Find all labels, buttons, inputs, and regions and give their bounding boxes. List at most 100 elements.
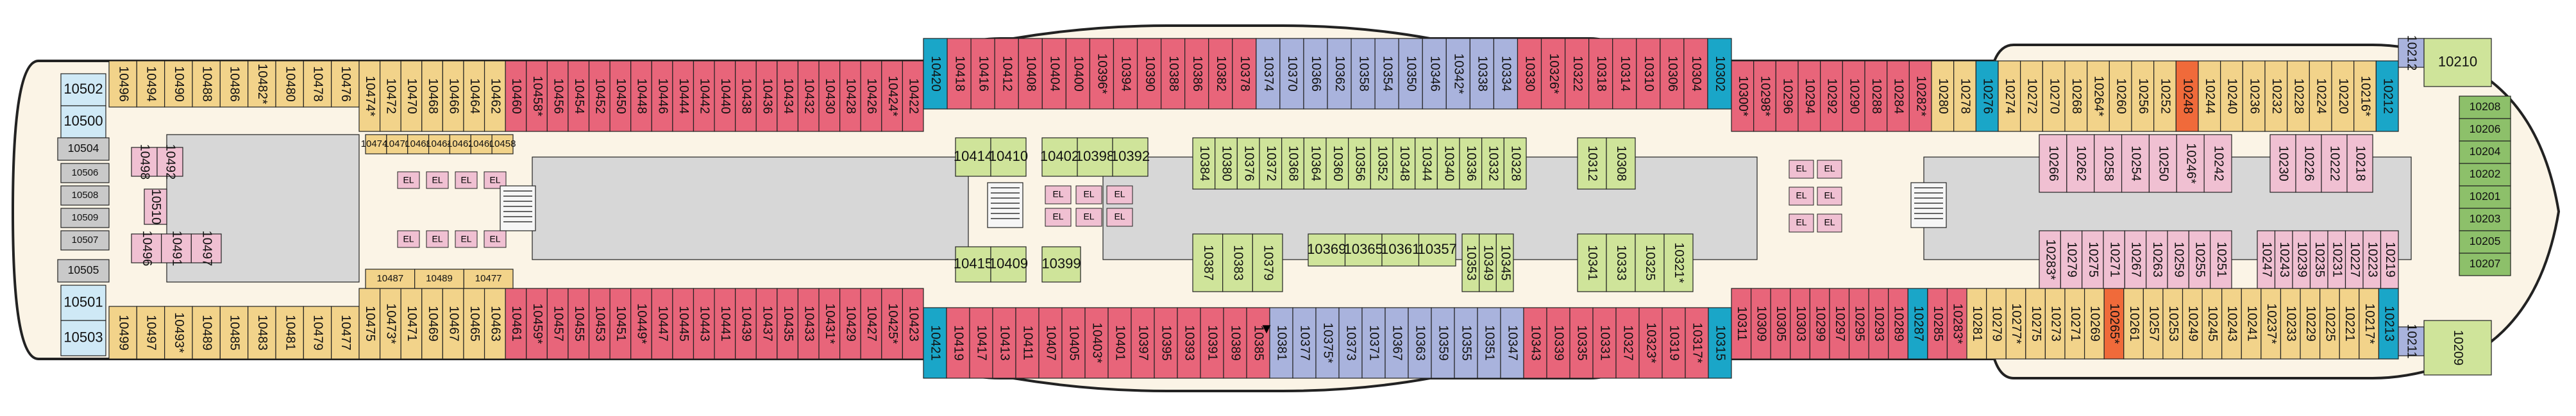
cabin-bottom[interactable]: 10453 <box>588 288 610 360</box>
cabin-inner[interactable]: 10376 <box>1236 137 1260 190</box>
cabin-inner[interactable]: 10321* <box>1663 233 1694 292</box>
cabin-inner[interactable]: 10349 <box>1479 233 1497 292</box>
cabin-forward-top[interactable]: 10288 <box>1864 60 1888 132</box>
cabin-interior[interactable]: 10263 <box>2146 230 2168 289</box>
cabin-aft[interactable]: 10501 <box>60 285 106 321</box>
cabin-midship-bottom[interactable]: 10327 <box>1615 307 1640 379</box>
cabin-bottom[interactable]: 10439 <box>735 288 757 360</box>
cabin-forward-top[interactable]: 10272 <box>2020 60 2043 132</box>
cabin-bottom[interactable]: 10437 <box>755 288 778 360</box>
cabin-interior[interactable]: 10271 <box>2103 230 2125 289</box>
cabin-inner[interactable]: 10341 <box>1577 233 1607 292</box>
cabin-bottom[interactable]: 10449* <box>630 288 652 360</box>
cabin-bottom[interactable]: 10427 <box>860 288 882 360</box>
cabin-midship-bottom[interactable]: 10351 <box>1477 307 1501 379</box>
cabin-forward-bottom[interactable]: 10303 <box>1790 288 1810 360</box>
cabin-interior[interactable]: 10496 <box>131 231 162 267</box>
cabin-interior[interactable]: 10492 <box>156 144 183 180</box>
cabin-forward-top[interactable]: 10300* <box>1731 60 1755 132</box>
cabin-midship-top[interactable]: 10326* <box>1540 38 1566 110</box>
cabin-midship-top[interactable]: 10334 <box>1493 38 1519 110</box>
cabin-interior[interactable]: 10246* <box>2176 134 2205 193</box>
cabin-aft-bottom[interactable]: 10493* <box>164 306 193 360</box>
cabin-inner[interactable]: 10460 <box>468 134 495 154</box>
cabin-interior[interactable]: 10223 <box>2362 230 2382 289</box>
cabin-forward-bottom[interactable]: 10233 <box>2280 288 2301 360</box>
cabin-inner[interactable]: 10325 <box>1635 233 1665 292</box>
cabin-forward-bottom[interactable]: 10225 <box>2319 288 2340 360</box>
cabin-inner[interactable]: 10372 <box>1259 137 1283 190</box>
cabin-midship-top[interactable]: 10330 <box>1517 38 1542 110</box>
cabin-midship-bottom[interactable]: 10343 <box>1523 307 1547 379</box>
cabin-inner[interactable]: 10477 <box>463 269 514 289</box>
cabin-midship-top[interactable]: 10306 <box>1660 38 1685 110</box>
cabin-interior[interactable]: 10275 <box>2082 230 2104 289</box>
cabin-forward-top[interactable]: 10248 <box>2175 60 2199 132</box>
cabin-midship-bottom[interactable]: 10373 <box>1338 307 1363 379</box>
cabin-inner[interactable]: 10462 <box>447 134 474 154</box>
cabin-bottom[interactable]: 10471 <box>400 288 423 360</box>
cabin-forward-bottom[interactable]: 10261 <box>2123 288 2144 360</box>
cabin-forward-top[interactable]: 10236 <box>2242 60 2266 132</box>
cabin-top[interactable]: 10444 <box>672 60 695 132</box>
cabin-aft-top[interactable]: 10494 <box>136 60 165 108</box>
cabin-midship-top[interactable]: 10386 <box>1184 38 1209 110</box>
cabin-bottom[interactable]: 10443 <box>693 288 715 360</box>
cabin-midship-top[interactable]: 10338 <box>1469 38 1495 110</box>
cabin-aft-top[interactable]: 10478 <box>303 60 332 108</box>
cabin-aft-top[interactable]: 10488 <box>192 60 221 108</box>
cabin-inner[interactable]: 10399 <box>1041 246 1081 283</box>
cabin-forward-bottom[interactable]: 10241 <box>2241 288 2262 360</box>
cabin-forward-top[interactable]: 10252 <box>2153 60 2176 132</box>
cabin-top[interactable]: 10446 <box>651 60 673 132</box>
cabin-interior[interactable]: 10239 <box>2292 230 2311 289</box>
cabin-aft[interactable]: 10504 <box>57 137 110 161</box>
cabin-aft[interactable]: 10508 <box>60 185 110 206</box>
cabin-top[interactable]: 10442 <box>693 60 715 132</box>
cabin-midship-bottom[interactable]: 10339 <box>1546 307 1570 379</box>
cabin-forward-bottom[interactable]: 10287 <box>1907 288 1928 360</box>
cabin-midship-top[interactable]: 10370 <box>1279 38 1304 110</box>
cabin-forward-top[interactable]: 10282* <box>1908 60 1932 132</box>
cabin-midship-bottom[interactable]: 10419 <box>946 307 970 379</box>
cabin-aft-top[interactable]: 10490 <box>164 60 193 108</box>
cabin-midship-bottom[interactable]: 10331 <box>1592 307 1617 379</box>
cabin-inner[interactable]: 10392 <box>1111 137 1150 177</box>
cabin-midship-top[interactable]: 10396* <box>1089 38 1115 110</box>
cabin-midship-top[interactable]: 10418 <box>947 38 972 110</box>
cabin-midship-bottom[interactable]: 10389 <box>1223 307 1247 379</box>
cabin-top[interactable]: 10428 <box>839 60 861 132</box>
cabin-forward-bottom[interactable]: 10305 <box>1770 288 1791 360</box>
cabin-inner[interactable]: 10353 <box>1461 233 1480 292</box>
cabin-interior[interactable]: 10247 <box>2257 230 2276 289</box>
cabin-midship-top[interactable]: 10362 <box>1327 38 1352 110</box>
cabin-forward-top[interactable]: 10298* <box>1753 60 1776 132</box>
cabin-forward-bottom[interactable]: 10213 <box>2378 288 2399 360</box>
cabin-midship-bottom[interactable]: 10397 <box>1131 307 1155 379</box>
cabin-midship-top[interactable]: 10354 <box>1374 38 1399 110</box>
cabin-forward-top[interactable]: 10274 <box>1998 60 2021 132</box>
cabin-bow[interactable]: 10211 <box>2398 324 2425 359</box>
cabin-interior[interactable]: 10510 <box>144 188 167 225</box>
cabin-midship-top[interactable]: 10358 <box>1351 38 1376 110</box>
cabin-midship-bottom[interactable]: 10421 <box>923 307 947 379</box>
cabin-inner[interactable]: 10361 <box>1381 233 1420 267</box>
cabin-bow-suite[interactable]: 10203 <box>2459 208 2511 231</box>
cabin-forward-top[interactable]: 10212 <box>2375 60 2399 132</box>
cabin-top[interactable]: 10432 <box>797 60 820 132</box>
cabin-inner[interactable]: 10308 <box>1606 137 1636 190</box>
cabin-midship-bottom[interactable]: 10413 <box>992 307 1016 379</box>
cabin-midship-top[interactable]: 10318 <box>1588 38 1613 110</box>
cabin-forward-top[interactable]: 10270 <box>2042 60 2066 132</box>
cabin-interior[interactable]: 10255 <box>2188 230 2211 289</box>
cabin-bottom[interactable]: 10447 <box>651 288 673 360</box>
cabin-midship-top[interactable]: 10400 <box>1065 38 1091 110</box>
cabin-inner[interactable]: 10379 <box>1252 233 1283 292</box>
cabin-midship-top[interactable]: 10388 <box>1160 38 1186 110</box>
cabin-interior[interactable]: 10498 <box>131 144 158 180</box>
cabin-forward-bottom[interactable]: 10249 <box>2182 288 2203 360</box>
cabin-inner[interactable]: 10414 <box>954 137 993 177</box>
cabin-inner[interactable]: 10458 <box>489 134 516 154</box>
cabin-interior[interactable]: 10267 <box>2124 230 2147 289</box>
cabin-forward-top[interactable]: 10278 <box>1953 60 1976 132</box>
